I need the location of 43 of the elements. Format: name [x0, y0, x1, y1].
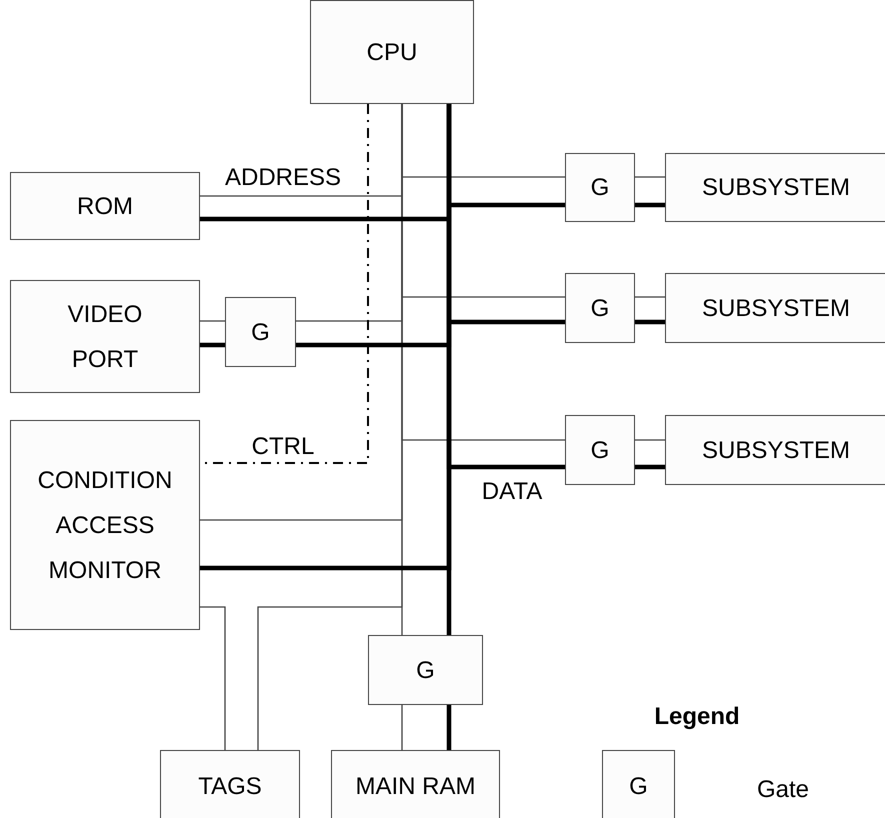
bus-line [446, 705, 452, 750]
box-label: G [416, 656, 435, 686]
box-label: G [251, 318, 270, 348]
bus-line [635, 439, 665, 441]
gate-box [565, 415, 635, 485]
bus-line [200, 320, 225, 322]
bus-line [635, 464, 665, 470]
bus-line [635, 320, 665, 324]
bus-line [200, 342, 225, 348]
component-box [331, 750, 500, 818]
bus-line [635, 202, 665, 208]
gate-box [225, 297, 296, 367]
box-label: MAIN RAM [356, 772, 476, 802]
box-label: G [590, 173, 610, 203]
box-label: G [590, 294, 610, 324]
component-box [310, 0, 474, 104]
component-box [10, 172, 200, 240]
box-label: ROM [77, 192, 133, 222]
component-box [10, 420, 200, 630]
component-box [665, 273, 885, 343]
legend-title: Legend [654, 703, 740, 731]
component-box [10, 280, 200, 393]
component-box [665, 153, 885, 222]
box-label: TAGS [198, 772, 262, 802]
bus-line [635, 296, 665, 298]
gate-box [565, 273, 635, 343]
component-box [665, 415, 885, 485]
gate-box [565, 153, 635, 222]
gate-box [602, 750, 675, 818]
box-label: CPU [366, 38, 418, 68]
box-label: SUBSYSTEM [702, 173, 850, 203]
box-label: G [590, 436, 610, 466]
gate-box [368, 635, 483, 705]
box-label: CONDITION ACCESS MONITOR [36, 466, 174, 586]
box-label: SUBSYSTEM [702, 294, 850, 324]
component-box [160, 750, 300, 818]
legend-text: Gate [756, 776, 810, 804]
bus-line [401, 705, 403, 750]
box-label: G [629, 772, 648, 802]
box-label: SUBSYSTEM [702, 436, 850, 466]
bus-line [635, 176, 665, 178]
box-label: VIDEO PORT [66, 300, 144, 374]
bus-line [200, 606, 226, 750]
